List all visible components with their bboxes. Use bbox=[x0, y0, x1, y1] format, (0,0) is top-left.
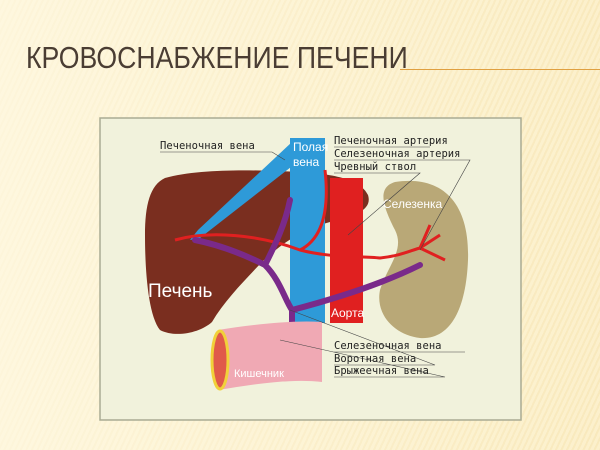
spleen bbox=[379, 180, 469, 339]
spleen-label: Селезенка bbox=[383, 197, 443, 211]
vena-cava-label-1: Полая bbox=[293, 140, 328, 154]
celiac-trunk-label: Чревный ствол bbox=[334, 161, 416, 173]
intestine bbox=[218, 321, 322, 390]
vena-cava-label-2: вена bbox=[293, 155, 320, 169]
hepatic-vein bbox=[190, 142, 300, 240]
slide-title: КРОВОСНАБЖЕНИЕ ПЕЧЕНИ bbox=[26, 40, 408, 75]
intestine-label: Кишечник bbox=[234, 368, 284, 380]
aorta bbox=[330, 178, 363, 323]
arteries bbox=[174, 169, 446, 262]
intestine-lumen bbox=[210, 329, 230, 391]
aorta-label: Аорта bbox=[331, 306, 364, 320]
mesenteric-vein-label: Брыжеечная вена bbox=[334, 365, 429, 377]
hepatic-vein-label: Печеночная вена bbox=[160, 140, 255, 152]
hepatic-artery-label: Печеночная артерия bbox=[334, 135, 448, 147]
leader-lines bbox=[160, 146, 471, 378]
portal-vein-label: Воротная вена bbox=[334, 353, 416, 365]
title-underline bbox=[400, 69, 600, 70]
portal-vein bbox=[192, 197, 423, 363]
splenic-artery-label: Селезеночная артерия bbox=[334, 148, 460, 160]
liver-label: Печень bbox=[148, 281, 213, 302]
splenic-vein-label: Селезеночная вена bbox=[334, 340, 441, 352]
